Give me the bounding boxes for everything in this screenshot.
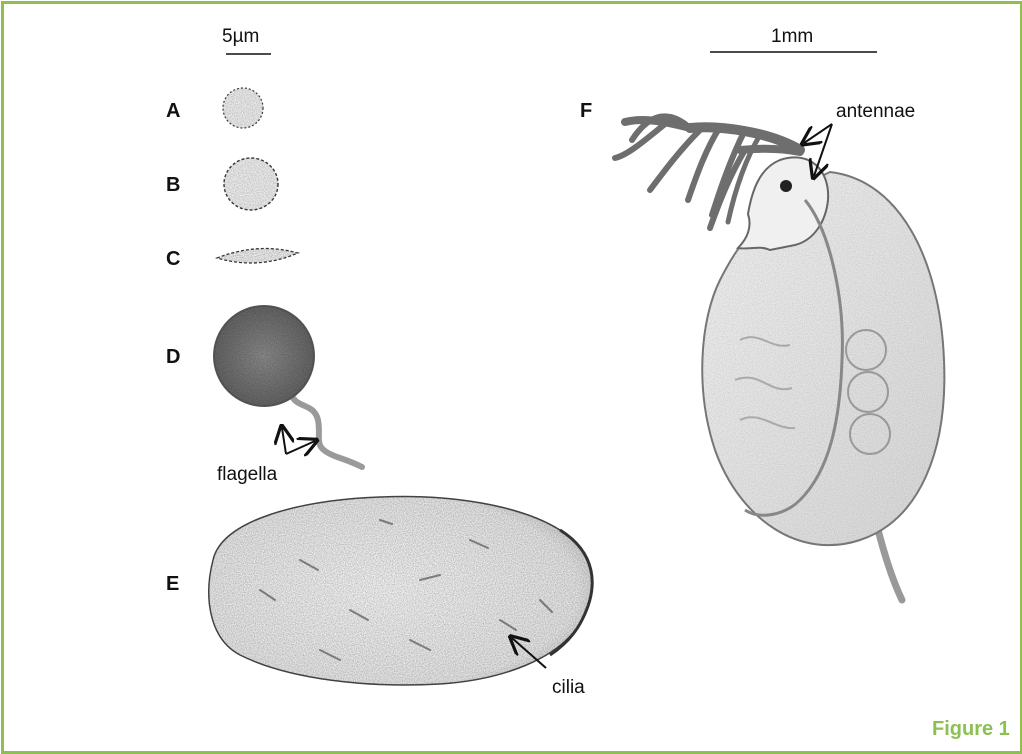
figure-label: Figure 1 (932, 718, 1010, 740)
cell-a (223, 88, 263, 128)
daphnia (615, 116, 944, 600)
panel-label-e: E (166, 573, 179, 595)
cell-d (214, 306, 362, 467)
antennae-label: antennae (836, 101, 915, 122)
antennae-annotation: antennae (804, 101, 915, 176)
cell-b (224, 158, 278, 210)
daphnia-eye (780, 180, 792, 192)
panel-label-d: D (166, 346, 180, 368)
flagella-annotation: flagella (217, 428, 315, 485)
scale-bar-large: 1mm (710, 26, 877, 52)
cell-c (217, 249, 298, 263)
panel-label-b: B (166, 174, 180, 196)
scale-bar-large-label: 1mm (771, 26, 813, 47)
panel-label-c: C (166, 248, 180, 270)
scale-bar-small-label: 5µm (222, 26, 259, 47)
scale-bar-small: 5µm (222, 26, 271, 54)
panel-label-a: A (166, 100, 180, 122)
flagellum (293, 398, 362, 467)
panel-label-f: F (580, 100, 592, 122)
flagella-label: flagella (217, 464, 278, 485)
cilia-label: cilia (552, 677, 585, 698)
